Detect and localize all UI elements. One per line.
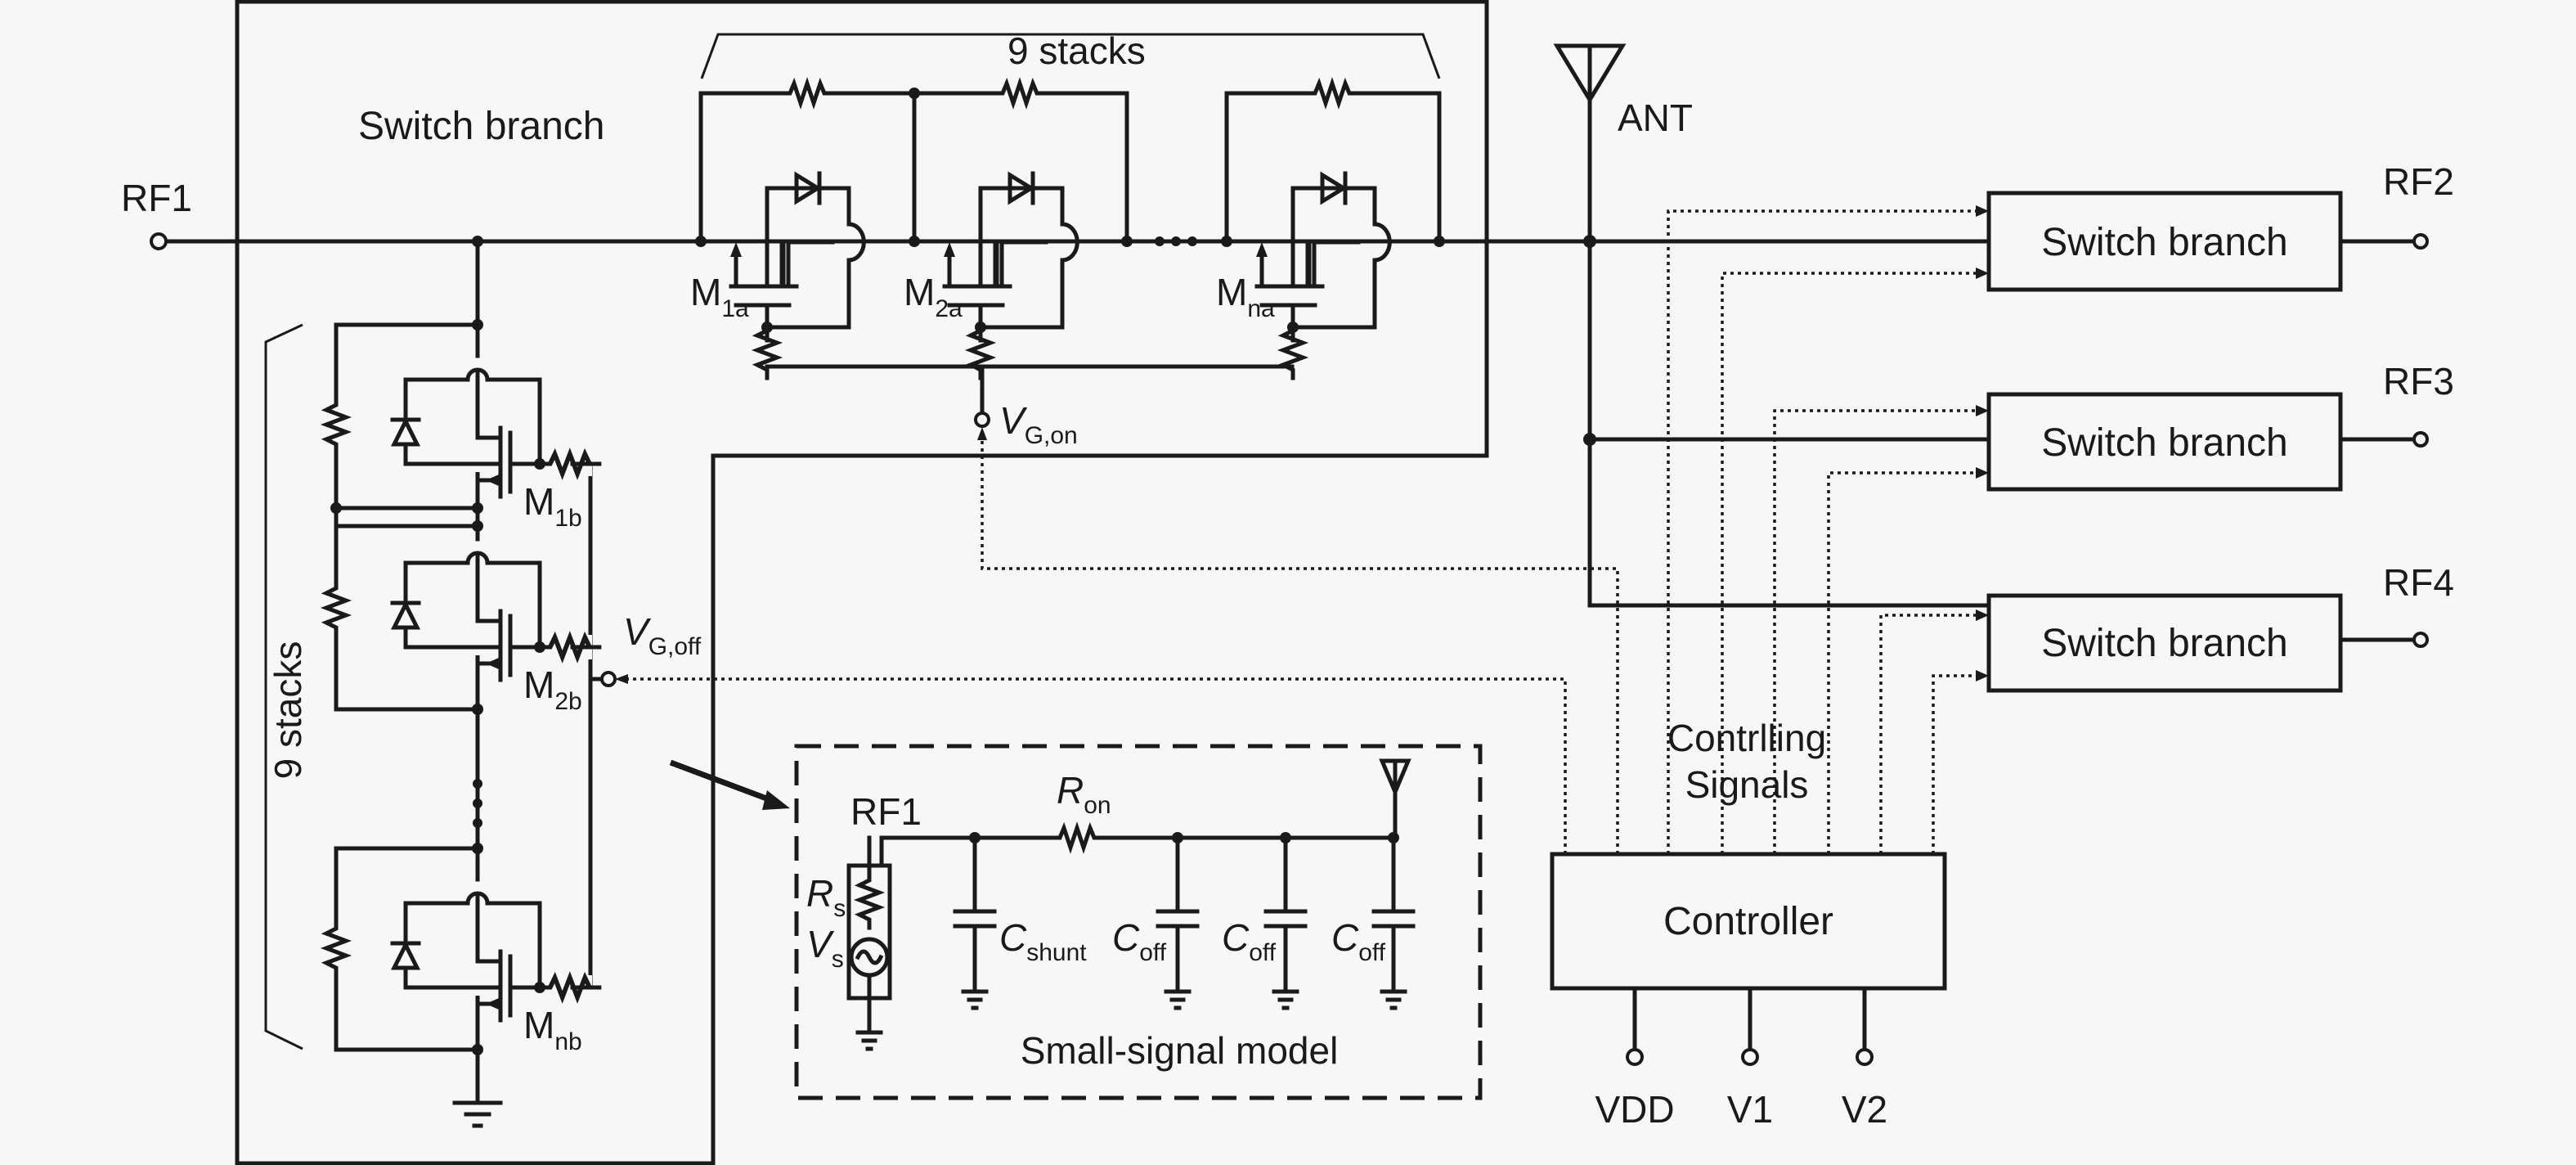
ant-label: ANT <box>1618 97 1693 139</box>
controlling-signals-label-2: Signals <box>1685 763 1809 806</box>
switch-branch-block-rf4[interactable]: Switch branch RF4 <box>1986 561 2454 693</box>
controller-block[interactable]: Controller VDD V1 V2 <box>1550 852 1947 1131</box>
vg-off-label: VG,off <box>623 610 702 660</box>
switch-branch-detail-label: Switch branch <box>358 105 604 148</box>
series-stack-bracket <box>700 33 1441 79</box>
ssm-antenna-icon <box>1379 758 1411 798</box>
shunt-fet-m1b: M1b <box>323 319 599 532</box>
control-signals: Contrlling Signals <box>615 205 1989 854</box>
vg-on-label: VG,on <box>999 399 1078 449</box>
svg-text:Switch branch: Switch branch <box>2041 622 2287 665</box>
coff-3: Coff <box>1331 832 1416 1010</box>
coff-2: Coff <box>1222 832 1308 1010</box>
shunt-stack-label: 9 stacks <box>267 641 309 780</box>
v2-terminal[interactable] <box>1856 1048 1874 1066</box>
rf1-terminal[interactable] <box>150 232 168 250</box>
v1-label: V1 <box>1727 1088 1773 1131</box>
vg-off-terminal[interactable] <box>600 671 617 687</box>
ron-label: Ron <box>1057 769 1111 819</box>
series-stack-label: 9 stacks <box>1008 29 1146 72</box>
controller-label: Controller <box>1663 900 1833 943</box>
rf3-label: RF3 <box>2383 360 2454 403</box>
series-fet-m2a: M2a <box>904 171 1079 378</box>
series-stack: 9 stacks VG,on <box>690 29 1445 449</box>
shunt-stack-bracket <box>264 323 303 1050</box>
vg-on-terminal[interactable] <box>974 412 990 428</box>
svg-text:Coff: Coff <box>1222 916 1277 966</box>
series-fet-m1a: M1a <box>690 171 866 378</box>
mnb-label: Mnb <box>523 1004 582 1055</box>
series-fet-mna: Mna <box>1216 171 1392 378</box>
vdd-terminal[interactable] <box>1626 1048 1644 1066</box>
svg-text:Coff: Coff <box>1112 916 1167 966</box>
shunt-fet-m2b: M2b <box>323 502 599 715</box>
antenna: ANT <box>1553 43 1991 608</box>
m1a-label: M1a <box>690 271 749 322</box>
svg-text:Switch branch: Switch branch <box>2041 421 2287 465</box>
coff-1: Coff <box>1112 832 1200 1010</box>
rs-label: Rs <box>806 872 846 922</box>
rf4-label: RF4 <box>2383 561 2454 604</box>
rf3-terminal[interactable] <box>2412 431 2429 448</box>
m1b-label: M1b <box>523 480 582 532</box>
svg-text:Coff: Coff <box>1331 916 1386 966</box>
rf1-label: RF1 <box>121 177 192 219</box>
rf2-label: RF2 <box>2383 160 2454 203</box>
mna-label: Mna <box>1216 271 1275 322</box>
m2b-label: M2b <box>523 663 582 715</box>
shunt-fet-mnb: Mnb <box>323 843 599 1055</box>
ssm-title: Small-signal model <box>1021 1029 1339 1072</box>
switch-branch-block-rf3[interactable]: Switch branch RF3 <box>1986 360 2454 492</box>
controlling-signals-label-1: Contrlling <box>1667 717 1826 759</box>
generated-fet-cells: M2a Mna M1 <box>323 171 1392 1055</box>
v2-label: V2 <box>1842 1088 1887 1131</box>
rf2-terminal[interactable] <box>2412 233 2429 250</box>
cshunt-label: Cshunt <box>999 916 1087 966</box>
m2a-label: M2a <box>904 271 963 322</box>
vs-label: Vs <box>806 923 844 973</box>
small-signal-model: RF1 Rs Vs Cshunt Ron <box>669 744 1483 1100</box>
rf4-terminal[interactable] <box>2412 632 2429 648</box>
switch-branch-detail-outline: Switch branch <box>235 0 1489 1165</box>
switch-branch-block-rf2[interactable]: Switch branch RF2 <box>1986 160 2454 292</box>
ssm-rf1-label: RF1 <box>850 790 922 833</box>
v1-terminal[interactable] <box>1741 1048 1759 1066</box>
svg-text:Switch branch: Switch branch <box>2041 221 2287 264</box>
vdd-label: VDD <box>1595 1088 1674 1131</box>
